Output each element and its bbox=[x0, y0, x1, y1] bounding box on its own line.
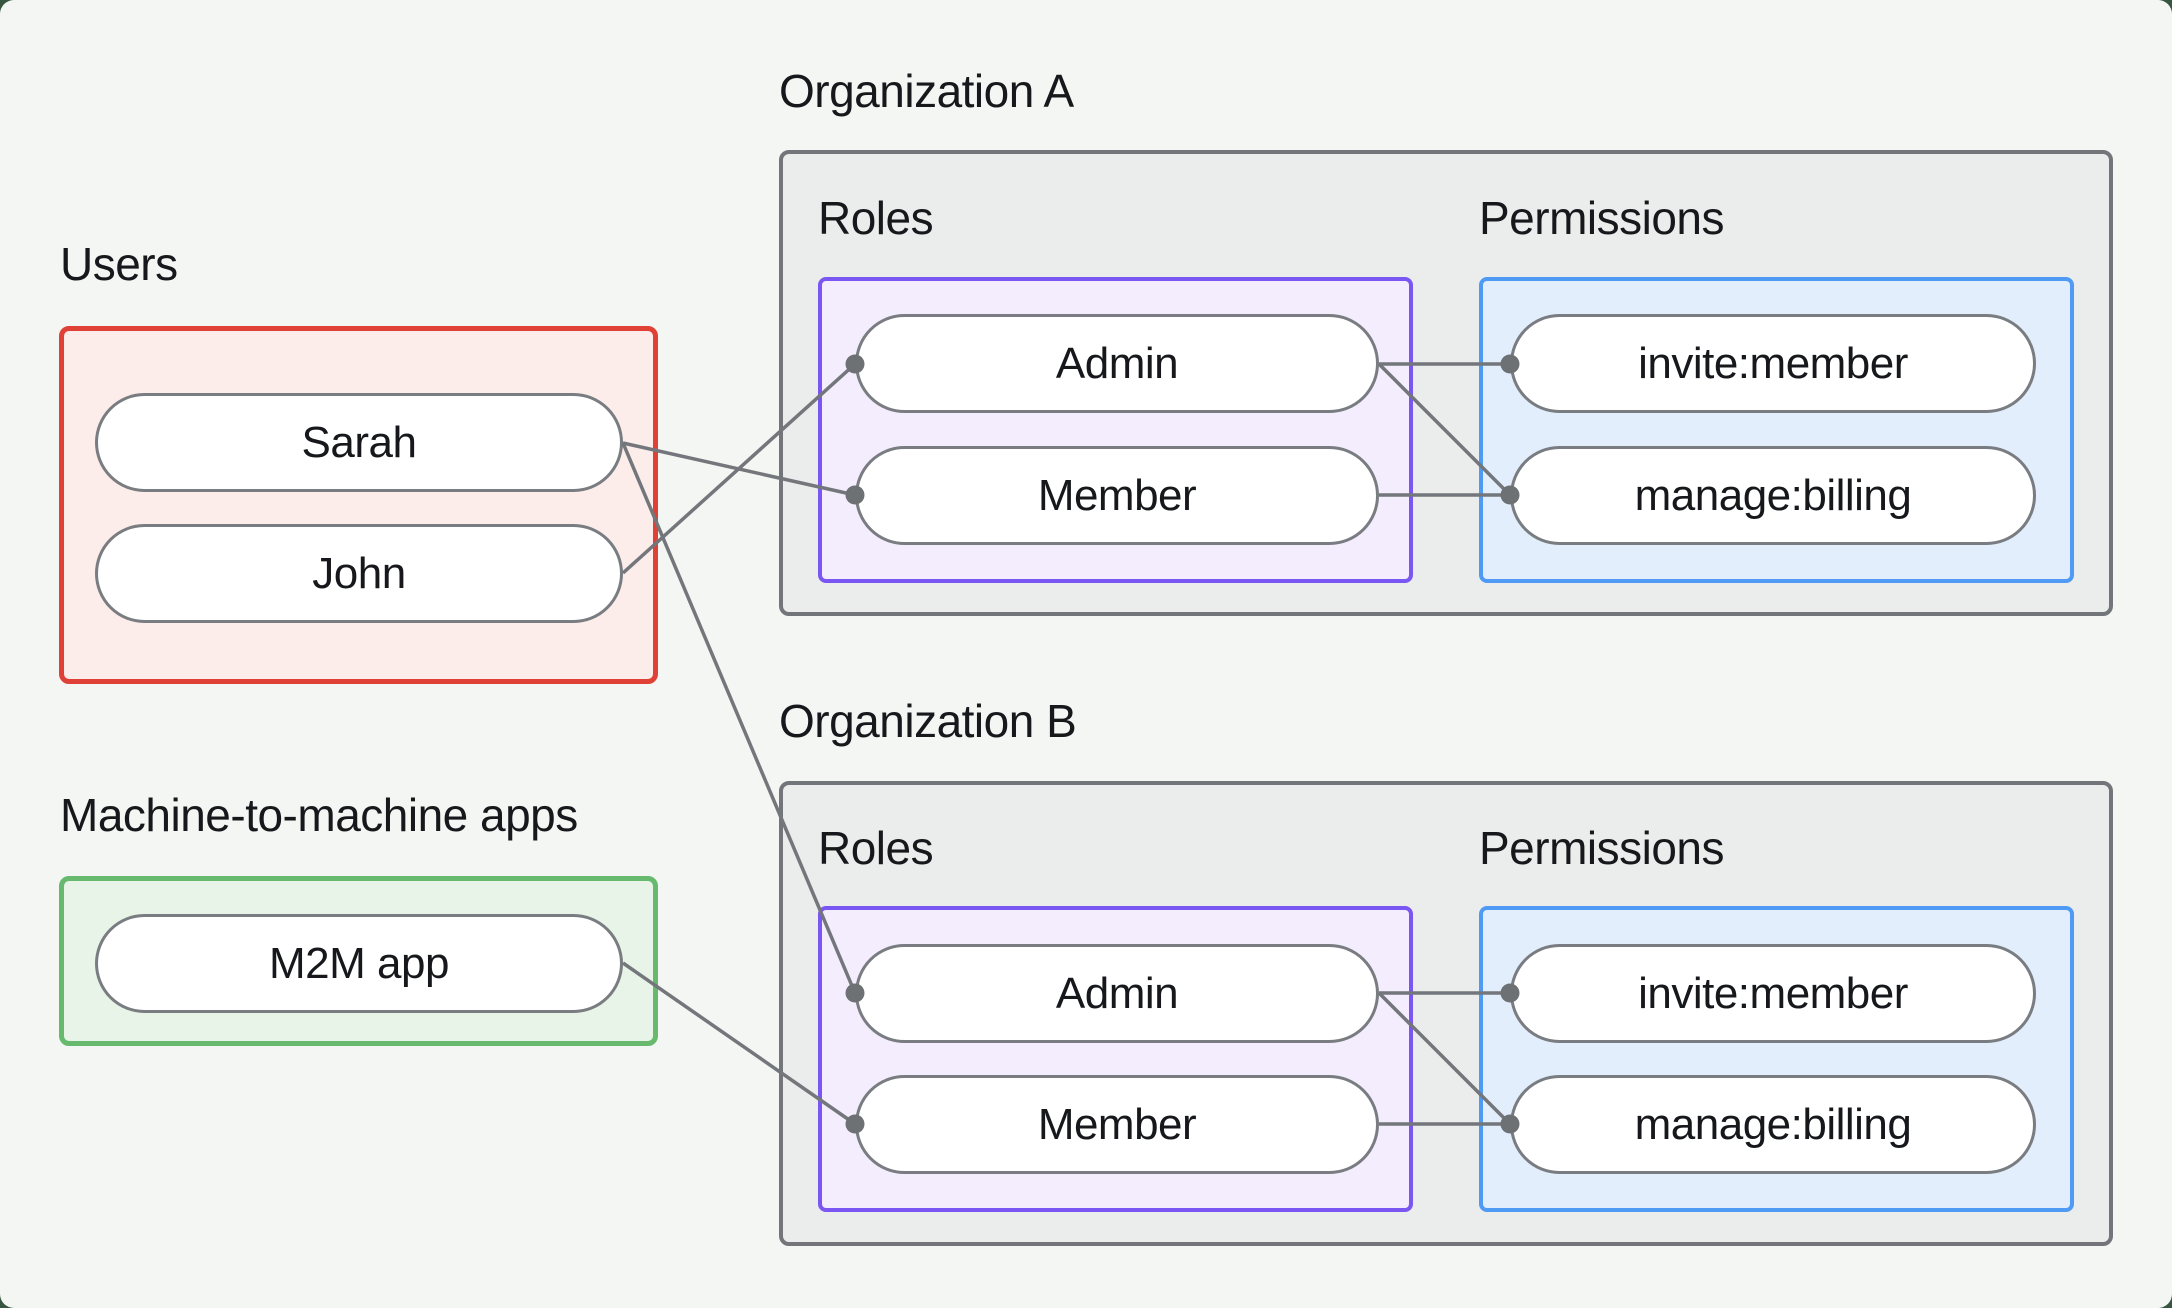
users-group-box bbox=[59, 326, 658, 684]
org-a-role-member-label: Member bbox=[1037, 470, 1197, 520]
m2m-section-label: Machine-to-machine apps bbox=[60, 789, 578, 841]
org-b-permission-invite-label: invite:member bbox=[1638, 968, 1908, 1018]
org-a-role-admin-label: Admin bbox=[1055, 338, 1179, 388]
users-section-label: Users bbox=[60, 238, 178, 290]
org-a-title: Organization A bbox=[779, 65, 1074, 117]
org-a-role-pill-admin: Admin bbox=[855, 314, 1379, 413]
org-b-role-member-label: Member bbox=[1037, 1099, 1197, 1149]
user-pill-john: John bbox=[95, 524, 623, 623]
org-a-permissions-label: Permissions bbox=[1479, 192, 1725, 244]
org-b-role-pill-member: Member bbox=[855, 1075, 1379, 1174]
org-b-role-pill-admin: Admin bbox=[855, 944, 1379, 1043]
user-pill-john-label: John bbox=[312, 548, 406, 598]
org-b-permission-pill-manage: manage:billing bbox=[1510, 1075, 2036, 1174]
org-b-permission-manage-label: manage:billing bbox=[1634, 1099, 1912, 1149]
org-a-permission-invite-label: invite:member bbox=[1638, 338, 1908, 388]
org-a-permission-pill-invite: invite:member bbox=[1510, 314, 2036, 413]
org-b-title: Organization B bbox=[779, 695, 1077, 747]
org-a-roles-label: Roles bbox=[818, 192, 934, 244]
m2m-pill: M2M app bbox=[95, 914, 623, 1013]
m2m-pill-label: M2M app bbox=[269, 938, 449, 988]
org-b-permissions-label: Permissions bbox=[1479, 822, 1725, 874]
org-b-role-admin-label: Admin bbox=[1055, 968, 1179, 1018]
user-pill-sarah: Sarah bbox=[95, 393, 623, 492]
org-a-permission-manage-label: manage:billing bbox=[1634, 470, 1912, 520]
org-b-roles-label: Roles bbox=[818, 822, 934, 874]
org-b-permission-pill-invite: invite:member bbox=[1510, 944, 2036, 1043]
org-a-permission-pill-manage: manage:billing bbox=[1510, 446, 2036, 545]
org-a-role-pill-member: Member bbox=[855, 446, 1379, 545]
user-pill-sarah-label: Sarah bbox=[301, 417, 417, 467]
